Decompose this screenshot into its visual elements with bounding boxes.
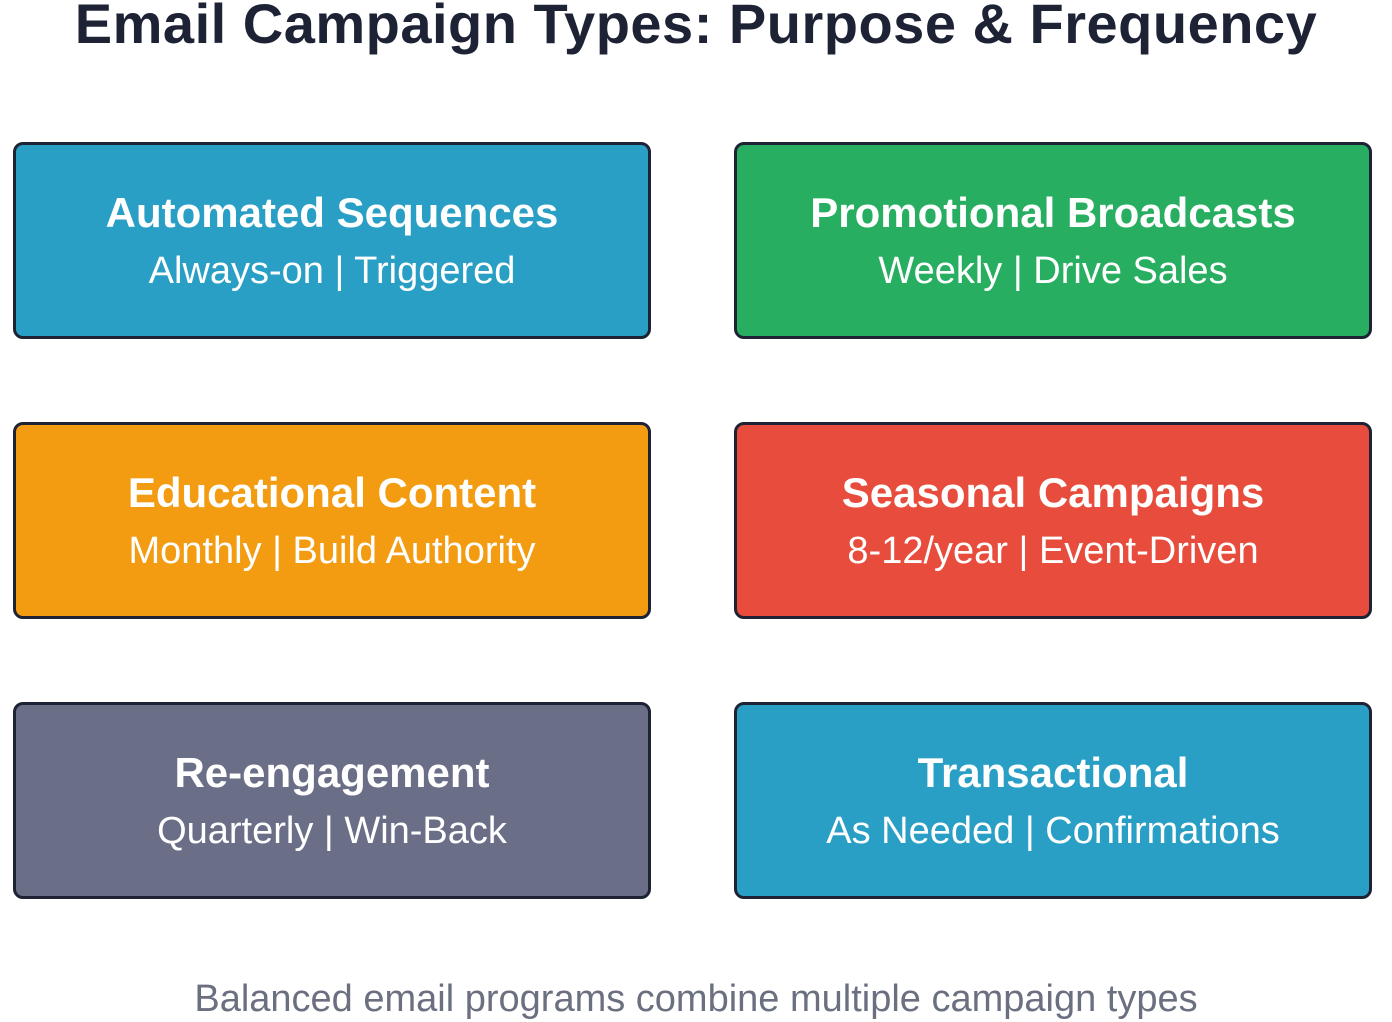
card-detail: Quarterly | Win-Back [157,810,507,852]
card-detail: Monthly | Build Authority [128,530,536,572]
card-title: Promotional Broadcasts [810,189,1296,236]
campaign-card-transactional: Transactional As Needed | Confirmations [734,702,1372,899]
campaign-card-seasonal-campaigns: Seasonal Campaigns 8-12/year | Event-Dri… [734,422,1372,619]
card-title: Transactional [917,749,1189,796]
footer-note: Balanced email programs combine multiple… [194,978,1198,1020]
page-title: Email Campaign Types: Purpose & Frequenc… [74,0,1318,55]
card-detail: As Needed | Confirmations [826,810,1280,852]
card-detail: Always-on | Triggered [148,250,516,292]
card-title: Educational Content [127,469,537,516]
campaign-card-automated-sequences: Automated Sequences Always-on | Triggere… [13,142,651,339]
card-title: Seasonal Campaigns [841,469,1265,516]
campaign-card-re-engagement: Re-engagement Quarterly | Win-Back [13,702,651,899]
campaign-card-educational-content: Educational Content Monthly | Build Auth… [13,422,651,619]
card-detail: Weekly | Drive Sales [878,250,1228,292]
card-title: Re-engagement [174,749,490,796]
card-title: Automated Sequences [105,189,559,236]
campaign-card-promotional-broadcasts: Promotional Broadcasts Weekly | Drive Sa… [734,142,1372,339]
card-detail: 8-12/year | Event-Driven [847,530,1259,572]
